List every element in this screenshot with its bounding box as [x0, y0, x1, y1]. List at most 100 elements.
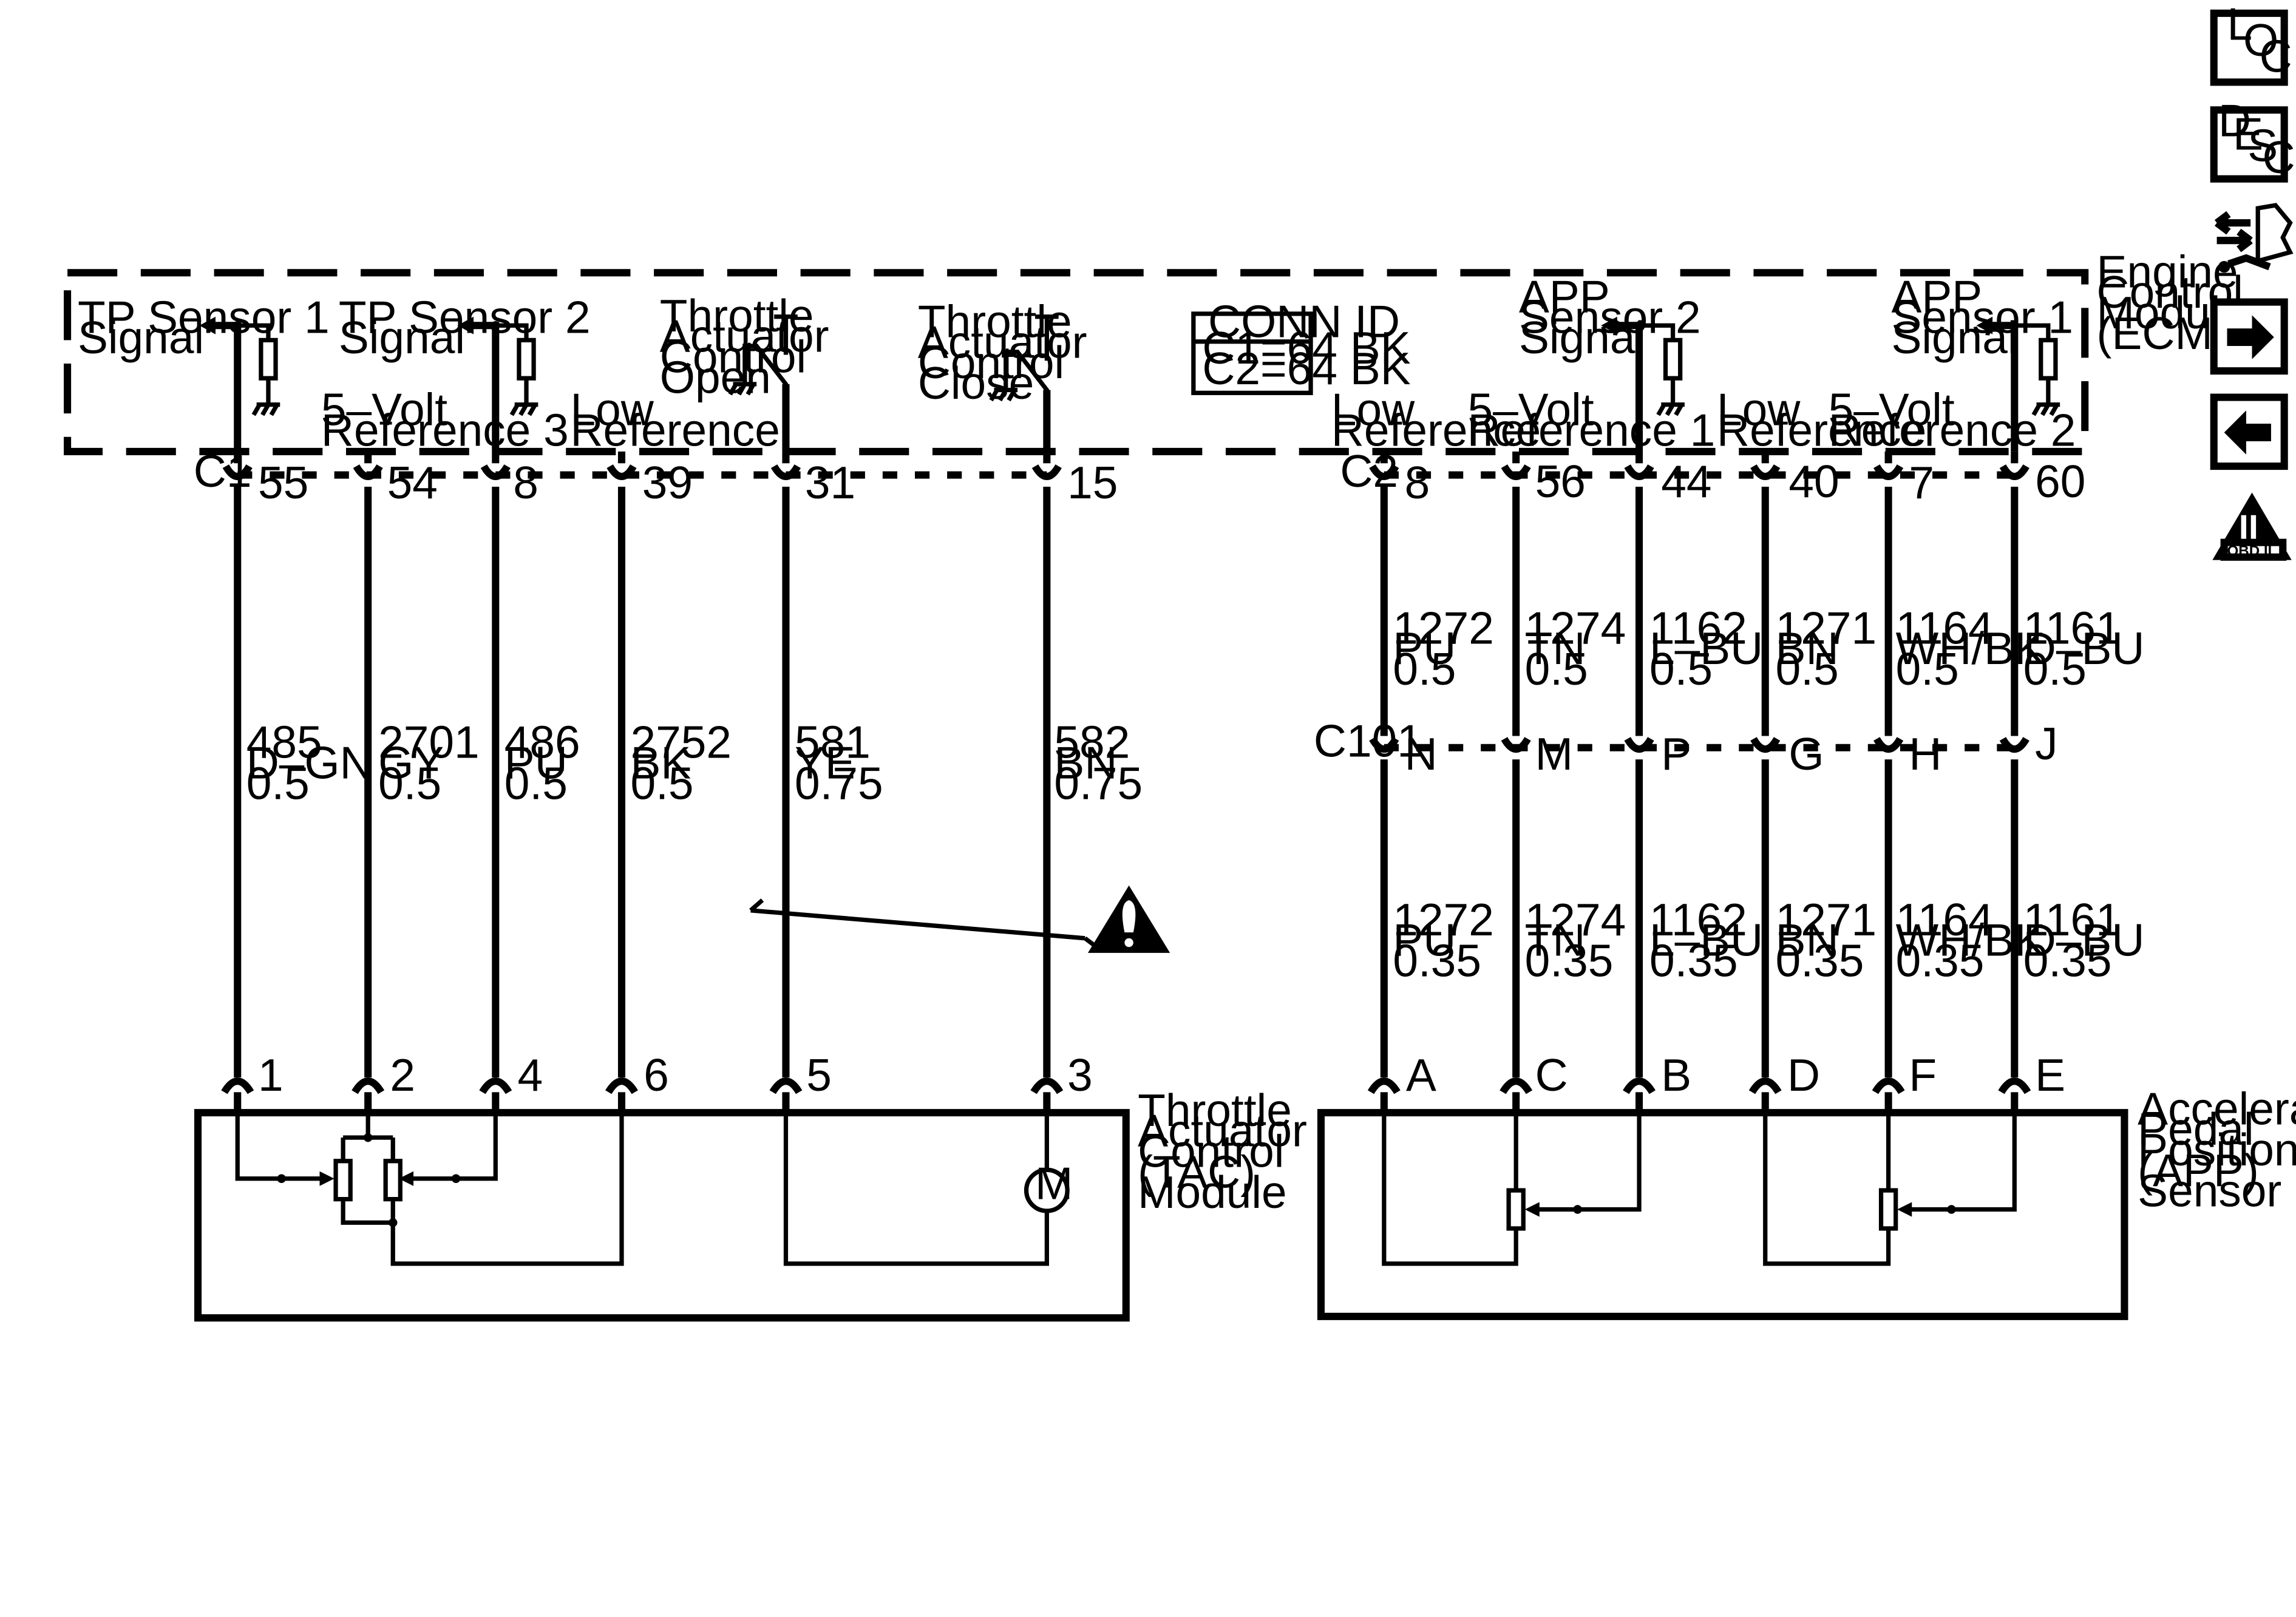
svg-text:Accelerator: Accelerator [2138, 1083, 2296, 1134]
svg-text:39: 39 [642, 457, 693, 508]
svg-text:WH/BK: WH/BK [1896, 915, 2045, 966]
svg-text:N: N [1405, 728, 1438, 779]
app-wire-harness [1367, 451, 2031, 1114]
svg-text:1272: 1272 [1393, 894, 1494, 945]
svg-text:Reference 1: Reference 1 [1467, 404, 1715, 455]
svg-text:5–Volt: 5–Volt [1467, 384, 1594, 435]
svg-text:C2=64 BK: C2=64 BK [1202, 343, 1410, 394]
svg-text:1161: 1161 [2023, 894, 2121, 945]
svg-text:Pedal: Pedal [2138, 1103, 2254, 1154]
svg-text:C: C [1535, 1049, 1568, 1100]
svg-text:0.5: 0.5 [504, 758, 568, 808]
svg-text:(ECM): (ECM) [2097, 308, 2228, 359]
svg-text:0.35: 0.35 [1776, 935, 1864, 986]
svg-text:0.5: 0.5 [1896, 643, 1959, 694]
svg-text:D–GN: D–GN [246, 737, 373, 788]
svg-text:8: 8 [513, 457, 538, 508]
svg-text:M: M [1035, 1158, 1073, 1209]
app-ecm-pins: 8 56 44 40 7 60 [1405, 456, 2086, 508]
ecm-signal-symbols [199, 314, 2060, 452]
svg-text:0.35: 0.35 [1896, 935, 1985, 986]
svg-text:BN: BN [1776, 623, 1839, 674]
svg-text:BN: BN [1054, 737, 1117, 788]
svg-text:0.5: 0.5 [378, 758, 441, 808]
svg-text:PU: PU [1393, 915, 1456, 966]
ecm-circuit-labels: TP Sensor 1 Signal TP Sensor 2 Signal 5–… [78, 271, 2076, 455]
svg-text:L: L [2227, 0, 2252, 49]
obd-ii-button[interactable]: II OBD II [2212, 492, 2292, 561]
svg-text:Sensor 2: Sensor 2 [1519, 291, 1701, 342]
svg-text:Engine: Engine [2097, 246, 2238, 297]
svg-text:15: 15 [1067, 457, 1118, 508]
svg-text:6: 6 [644, 1049, 669, 1100]
svg-text:J: J [2035, 718, 2057, 769]
svg-text:Signal: Signal [1891, 312, 2017, 363]
svg-text:582: 582 [1054, 717, 1130, 768]
svg-text:YE: YE [795, 737, 855, 788]
svg-text:1: 1 [258, 1049, 284, 1100]
svg-text:TN: TN [1525, 915, 1586, 966]
svg-text:Reference: Reference [1331, 404, 1541, 455]
svg-text:WH/BK: WH/BK [1896, 623, 2045, 674]
svg-text:Open: Open [660, 351, 771, 402]
svg-text:0.5: 0.5 [2023, 643, 2087, 694]
svg-text:Low: Low [1331, 384, 1415, 435]
svg-text:0.35: 0.35 [1649, 935, 1738, 986]
svg-text:486: 486 [504, 717, 580, 768]
connector-swap-icon[interactable] [2214, 203, 2294, 273]
svg-text:D–BU: D–BU [2023, 623, 2145, 674]
svg-text:OBD II: OBD II [2227, 543, 2272, 559]
svg-text:3: 3 [1067, 1049, 1093, 1100]
svg-text:Sensor: Sensor [2138, 1165, 2281, 1216]
tac-wire-labels: 485 D–GN 0.5 2701 GY 0.5 486 PU 0.5 2752… [246, 717, 1143, 809]
svg-text:0.5: 0.5 [1649, 643, 1713, 694]
back-button[interactable] [2210, 393, 2288, 470]
svg-text:H: H [1909, 728, 1941, 779]
tac-module: M [194, 1109, 1130, 1322]
svg-text:TN: TN [1525, 623, 1586, 674]
svg-text:PU: PU [1393, 623, 1456, 674]
svg-text:Close: Close [918, 358, 1034, 408]
svg-text:TP Sensor 1: TP Sensor 1 [78, 291, 330, 342]
svg-text:Actuator: Actuator [918, 316, 1087, 367]
svg-text:Low: Low [570, 384, 654, 435]
svg-text:0.35: 0.35 [1525, 935, 1614, 986]
svg-text:Signal: Signal [1519, 312, 1645, 363]
svg-text:1161: 1161 [2023, 602, 2121, 653]
svg-text:581: 581 [795, 717, 871, 768]
svg-text:7: 7 [1909, 457, 1934, 508]
svg-text:485: 485 [246, 717, 322, 768]
svg-text:Signal: Signal [339, 312, 465, 363]
svg-text:C: C [2260, 30, 2292, 81]
svg-text:0.35: 0.35 [1393, 935, 1481, 986]
svg-text:P: P [1661, 728, 1691, 779]
svg-text:60: 60 [2035, 456, 2085, 507]
svg-text:Reference 2: Reference 2 [1829, 404, 2076, 455]
svg-text:Signal: Signal [78, 312, 204, 363]
tac-module-label: Throttle Actuator Control (TAC) Module [1138, 1085, 1307, 1218]
svg-text:0.5: 0.5 [1525, 643, 1588, 694]
svg-text:Reference: Reference [1717, 404, 1926, 455]
warning-pointer[interactable] [749, 885, 1170, 953]
svg-text:APP: APP [1519, 271, 1610, 322]
next-button[interactable] [2210, 298, 2288, 375]
svg-text:5–Volt: 5–Volt [321, 384, 447, 435]
svg-text:2701: 2701 [378, 717, 480, 768]
svg-text:1271: 1271 [1776, 894, 1877, 945]
svg-text:S: S [2247, 120, 2278, 171]
svg-text:5: 5 [806, 1049, 832, 1100]
svg-text:0.5: 0.5 [1393, 643, 1456, 694]
svg-text:0.35: 0.35 [2023, 935, 2112, 986]
svg-text:CONN ID: CONN ID [1208, 296, 1400, 347]
svg-text:O: O [2243, 15, 2278, 66]
svg-text:D: D [1787, 1049, 1820, 1100]
svg-text:1272: 1272 [1393, 602, 1494, 653]
back-arrow-icon[interactable] [2224, 410, 2271, 455]
svg-text:Reference 3: Reference 3 [321, 404, 569, 455]
desc-button[interactable]: D E S C [2210, 95, 2295, 183]
svg-text:1274: 1274 [1525, 894, 1626, 945]
next-arrow-icon[interactable] [2227, 315, 2274, 359]
loc-button[interactable]: L O C [2210, 0, 2292, 86]
svg-text:Control: Control [1138, 1125, 1284, 1176]
